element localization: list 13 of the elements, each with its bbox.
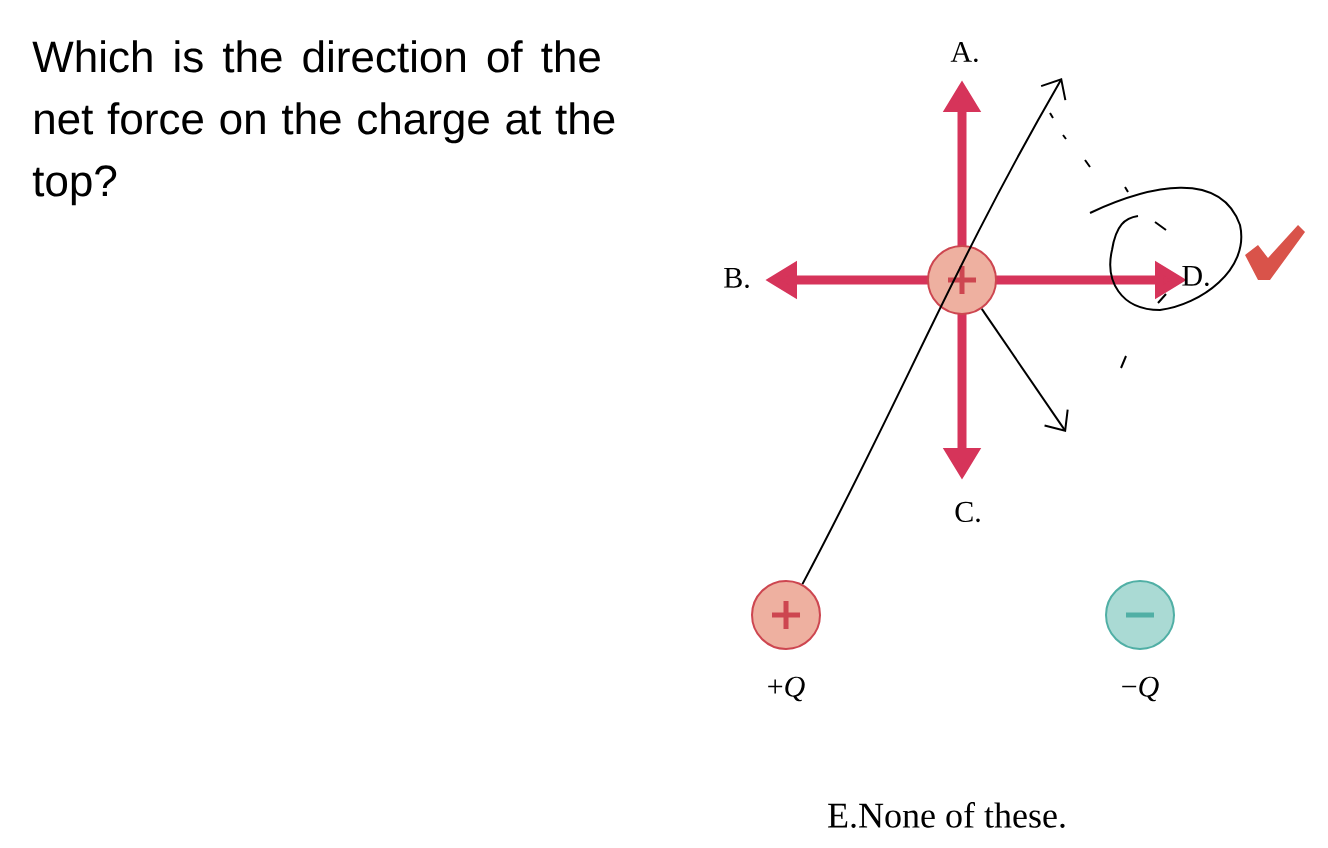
charge-label: −Q xyxy=(1122,676,1159,702)
option-label: D. xyxy=(1182,265,1209,287)
handwritten-arrow xyxy=(980,307,1069,432)
option-label: A. xyxy=(950,41,978,63)
handwritten-arrow xyxy=(801,78,1067,586)
question-text: Which is the direction of the net force on the charge at the top? xyxy=(32,40,615,206)
option-label: C. xyxy=(955,501,980,523)
charge-circle xyxy=(1105,580,1175,650)
charge-circle xyxy=(751,580,821,650)
option-label: B. xyxy=(724,267,749,289)
charge-label: +Q xyxy=(768,676,805,702)
charge-circle xyxy=(927,245,997,315)
option-label: E.None of these. xyxy=(828,802,1065,828)
